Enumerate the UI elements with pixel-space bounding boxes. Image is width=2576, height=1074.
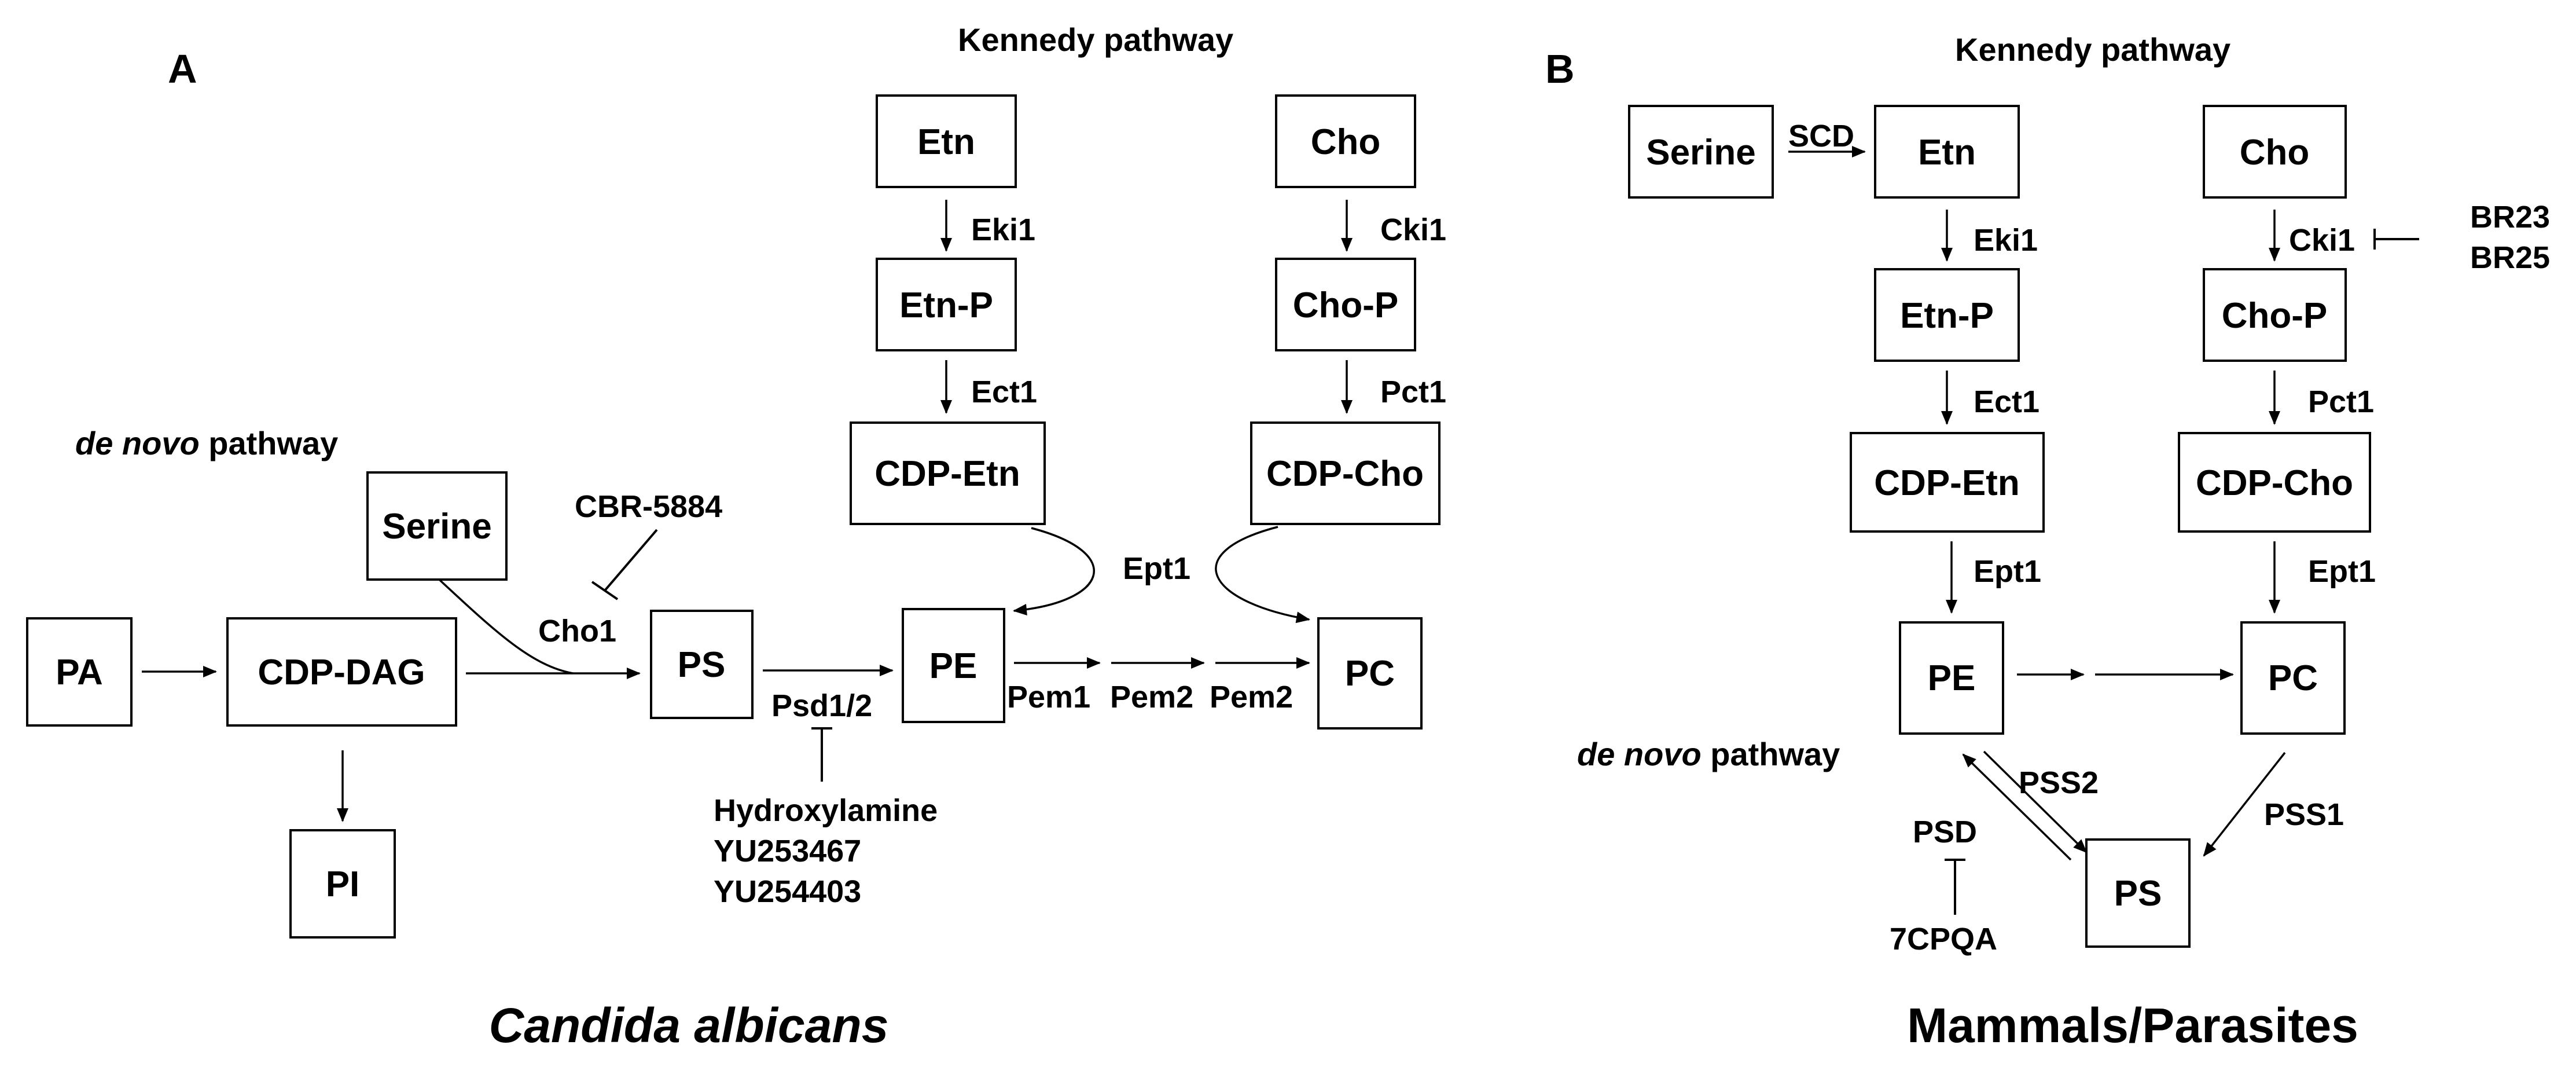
de-novo-rest: pathway bbox=[200, 425, 339, 461]
box-cdp-cho-b: CDP-Cho bbox=[2178, 432, 2371, 533]
svg-text:Etn: Etn bbox=[917, 122, 975, 162]
svg-text:PE: PE bbox=[929, 646, 978, 686]
inhibitor-yu253467: YU253467 bbox=[714, 834, 861, 868]
panel-b-kennedy-title: Kennedy pathway bbox=[1955, 31, 2230, 68]
svg-text:PS: PS bbox=[2114, 874, 2162, 914]
enzyme-ept1-a: Ept1 bbox=[1123, 551, 1190, 586]
arrow-serine-merge bbox=[439, 579, 574, 675]
enzyme-pct1-b: Pct1 bbox=[2308, 384, 2374, 419]
box-cho-p-a: Cho-P bbox=[1275, 258, 1416, 351]
enzyme-cho1: Cho1 bbox=[538, 614, 616, 648]
svg-text:Serine: Serine bbox=[1646, 133, 1756, 173]
arrow-ps-pe-psd bbox=[1962, 753, 2072, 861]
enzyme-cki1-b: Cki1 bbox=[2289, 223, 2355, 258]
svg-text:Etn: Etn bbox=[1918, 133, 1976, 173]
enzyme-pct1-a: Pct1 bbox=[1380, 375, 1446, 409]
enzyme-pss1: PSS1 bbox=[2264, 797, 2344, 832]
inhibitor-hydroxylamine: Hydroxylamine bbox=[714, 793, 938, 828]
enzyme-psd-b: PSD bbox=[1913, 815, 1977, 849]
box-serine-b: Serine bbox=[1628, 105, 1774, 199]
enzyme-eki1-b: Eki1 bbox=[1974, 223, 2038, 258]
box-serine-a: Serine bbox=[366, 471, 508, 581]
svg-text:PI: PI bbox=[326, 864, 360, 904]
svg-text:PC: PC bbox=[1345, 654, 1395, 694]
svg-text:Etn-P: Etn-P bbox=[1900, 296, 1994, 336]
enzyme-ept1-b-right: Ept1 bbox=[2308, 554, 2376, 589]
arrow-pe-ps-pss2 bbox=[1983, 750, 2088, 853]
inhibitor-yu254403: YU254403 bbox=[714, 874, 861, 909]
box-cho-p-b: Cho-P bbox=[2203, 268, 2347, 362]
inhibition-cbr-cho1 bbox=[604, 529, 658, 592]
panel-b-label: B bbox=[1545, 46, 1575, 91]
svg-text:Serine: Serine bbox=[382, 507, 492, 547]
panel-a: A Kennedy pathway de novo pathway PA CDP… bbox=[26, 21, 1446, 1053]
panel-a-kennedy-title: Kennedy pathway bbox=[958, 21, 1233, 58]
de-novo-rest-b: pathway bbox=[1702, 736, 1840, 772]
panel-b: B Kennedy pathway de novo pathway Serine… bbox=[1545, 31, 2550, 1053]
organism-label-b: Mammals/Parasites bbox=[1907, 998, 2358, 1053]
svg-text:PS: PS bbox=[678, 645, 726, 685]
enzyme-pem1: Pem1 bbox=[1007, 680, 1090, 714]
svg-text:Cho: Cho bbox=[1311, 122, 1381, 162]
svg-text:CDP-Etn: CDP-Etn bbox=[874, 454, 1020, 494]
box-cdp-etn-b: CDP-Etn bbox=[1850, 432, 2045, 533]
box-cho-b: Cho bbox=[2203, 105, 2347, 199]
svg-text:Etn-P: Etn-P bbox=[899, 285, 993, 325]
svg-text:Cho: Cho bbox=[2240, 133, 2310, 173]
inhibitor-br23: BR23 bbox=[2470, 200, 2550, 234]
box-pe-b: PE bbox=[1899, 621, 2004, 735]
enzyme-ect1-b: Ect1 bbox=[1974, 384, 2040, 419]
box-cdp-etn-a: CDP-Etn bbox=[850, 421, 1046, 525]
box-pc-a: PC bbox=[1317, 617, 1423, 730]
box-cho-a: Cho bbox=[1275, 94, 1416, 188]
box-etn-p-a: Etn-P bbox=[876, 258, 1017, 351]
organism-label-a: Candida albicans bbox=[489, 998, 889, 1053]
panel-a-de-novo-title: de novo pathway bbox=[75, 425, 338, 461]
svg-text:CDP-Cho: CDP-Cho bbox=[2196, 463, 2353, 503]
enzyme-scd: SCD bbox=[1788, 119, 1854, 153]
enzyme-eki1-a: Eki1 bbox=[971, 212, 1035, 247]
arrow-cdp-etn-pe bbox=[1013, 527, 1095, 615]
enzyme-pem2-a: Pem2 bbox=[1110, 680, 1193, 714]
panel-a-label: A bbox=[168, 46, 197, 91]
svg-text:CDP-Etn: CDP-Etn bbox=[1874, 463, 2019, 503]
svg-text:PE: PE bbox=[1928, 658, 1976, 698]
box-ps-b: PS bbox=[2085, 838, 2191, 948]
inhibitor-br25: BR25 bbox=[2470, 240, 2550, 275]
enzyme-ept1-b-left: Ept1 bbox=[1974, 554, 2041, 589]
svg-text:CDP-Cho: CDP-Cho bbox=[1266, 454, 1424, 494]
box-etn-a: Etn bbox=[876, 94, 1017, 188]
box-cdp-cho-a: CDP-Cho bbox=[1250, 421, 1440, 525]
svg-text:Cho-P: Cho-P bbox=[1293, 285, 1399, 325]
box-pi: PI bbox=[289, 829, 396, 939]
svg-text:PC: PC bbox=[2268, 658, 2318, 698]
svg-text:PA: PA bbox=[56, 653, 103, 692]
panel-b-de-novo-title: de novo pathway bbox=[1577, 736, 1840, 772]
enzyme-pem2-b: Pem2 bbox=[1210, 680, 1293, 714]
box-cdp-dag: CDP-DAG bbox=[226, 617, 457, 727]
arrow-cdp-cho-pc bbox=[1215, 526, 1310, 624]
svg-text:Cho-P: Cho-P bbox=[2222, 296, 2328, 336]
enzyme-cki1-a: Cki1 bbox=[1380, 212, 1446, 247]
inhibition-cbr-bar bbox=[591, 581, 619, 600]
box-etn-p-b: Etn-P bbox=[1874, 268, 2020, 362]
box-ps-a: PS bbox=[650, 610, 754, 719]
enzyme-pss2: PSS2 bbox=[2019, 765, 2099, 800]
box-pc-b: PC bbox=[2240, 621, 2346, 735]
arrow-pc-ps-pss1 bbox=[2203, 752, 2286, 857]
inhibitor-7cpqa: 7CPQA bbox=[1890, 922, 1997, 956]
svg-text:CDP-DAG: CDP-DAG bbox=[258, 653, 425, 692]
inhibitor-cbr-5884: CBR-5884 bbox=[575, 489, 722, 524]
enzyme-psd: Psd1/2 bbox=[771, 688, 872, 723]
box-pe-a: PE bbox=[902, 608, 1005, 723]
box-pa: PA bbox=[26, 617, 133, 727]
box-etn-b: Etn bbox=[1874, 105, 2020, 199]
de-novo-italic: de novo bbox=[75, 425, 200, 461]
de-novo-italic-b: de novo bbox=[1577, 736, 1702, 772]
enzyme-ect1-a: Ect1 bbox=[971, 375, 1037, 409]
